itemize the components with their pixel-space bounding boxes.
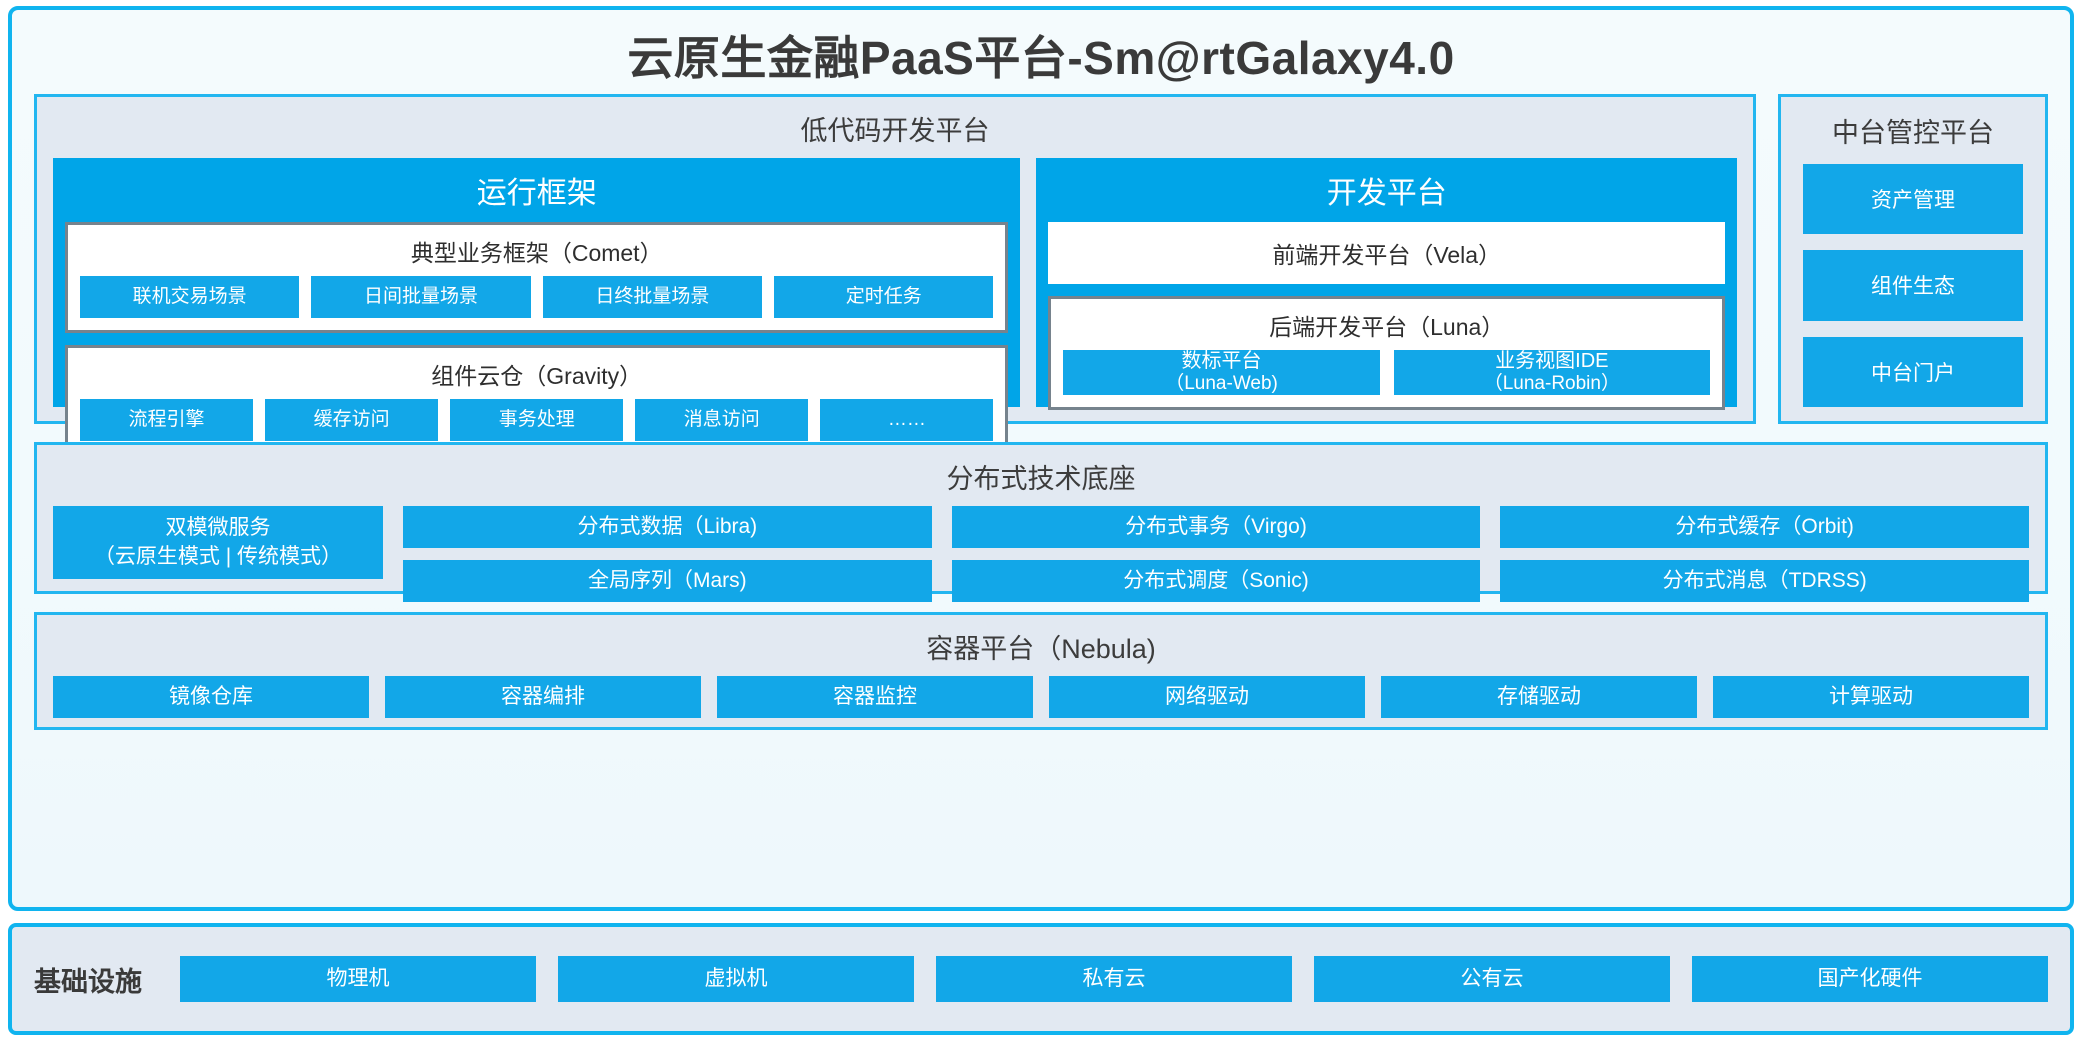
gravity-box: 组件云仓（Gravity） 流程引擎 缓存访问 事务处理 消息访问 ……	[65, 345, 1009, 456]
infrastructure-chip[interactable]: 虚拟机	[558, 956, 914, 1002]
midoffice-heading: 中台管控平台	[1832, 118, 1994, 148]
distributed-base-column: 分布式数据（Libra) 全局序列（Mars)	[403, 506, 932, 602]
container-platform-chip[interactable]: 容器监控	[717, 676, 1033, 718]
gravity-chip[interactable]: 流程引擎	[80, 399, 254, 441]
distributed-base-chip[interactable]: 分布式调度（Sonic)	[951, 560, 1481, 602]
gravity-heading: 组件云仓（Gravity）	[431, 363, 643, 389]
container-platform-chip[interactable]: 存储驱动	[1381, 676, 1697, 718]
lowcode-platform-heading: 低代码开发平台	[800, 116, 990, 146]
runtime-framework-heading: 运行框架	[476, 177, 597, 210]
main-container: 云原生金融PaaS平台-Sm@rtGalaxy4.0 低代码开发平台 运行框架 …	[8, 6, 2074, 911]
gravity-chip-ellipsis[interactable]: ……	[820, 399, 994, 441]
top-row: 低代码开发平台 运行框架 典型业务框架（Comet） 联机交易场景 日间批量场景	[34, 94, 2048, 456]
midoffice-panel: 中台管控平台 资产管理 组件生态 中台门户	[1778, 94, 2048, 424]
distributed-base-chip[interactable]: 分布式缓存（Orbit)	[1500, 506, 2030, 548]
midoffice-item-list: 资产管理 组件生态 中台门户	[1781, 164, 2045, 407]
luna-robin-name: 业务视图IDE	[1495, 350, 1609, 372]
luna-web-name: 数标平台	[1181, 350, 1262, 372]
distributed-base-column: 分布式事务（Virgo) 分布式调度（Sonic)	[951, 506, 1481, 602]
comet-chip[interactable]: 日间批量场景	[311, 276, 531, 318]
lowcode-platform-panel: 低代码开发平台 运行框架 典型业务框架（Comet） 联机交易场景 日间批量场景	[34, 94, 1756, 456]
gravity-chip[interactable]: 事务处理	[450, 399, 624, 441]
distributed-base-chip[interactable]: 分布式事务（Virgo)	[951, 506, 1481, 548]
luna-robin-code: （Luna-Robin）	[1483, 373, 1620, 394]
distributed-base-chip[interactable]: 全局序列（Mars)	[403, 560, 932, 602]
comet-chip[interactable]: 联机交易场景	[80, 276, 300, 318]
container-platform-chip[interactable]: 计算驱动	[1713, 676, 2029, 718]
container-platform-chip[interactable]: 网络驱动	[1049, 676, 1365, 718]
runtime-framework-stack: 典型业务框架（Comet） 联机交易场景 日间批量场景 日终批量场景 定时任务 …	[65, 222, 1009, 456]
container-platform-chip[interactable]: 容器编排	[385, 676, 701, 718]
dev-platform-heading: 开发平台	[1326, 177, 1447, 210]
luna-web-chip[interactable]: 数标平台 （Luna-Web)	[1063, 350, 1380, 395]
runtime-framework-card: 运行框架 典型业务框架（Comet） 联机交易场景 日间批量场景 日终批量场景 …	[53, 158, 1021, 456]
dual-mode-microservice-chip[interactable]: 双模微服务 （云原生模式 | 传统模式）	[53, 506, 383, 579]
comet-chip[interactable]: 定时任务	[774, 276, 994, 318]
luna-robin-chip[interactable]: 业务视图IDE （Luna-Robin）	[1393, 350, 1710, 395]
midoffice-item[interactable]: 中台门户	[1803, 336, 2023, 407]
midoffice-item[interactable]: 组件生态	[1803, 250, 2023, 321]
lowcode-platform-body: 运行框架 典型业务框架（Comet） 联机交易场景 日间批量场景 日终批量场景 …	[37, 158, 1753, 456]
gravity-chip[interactable]: 消息访问	[635, 399, 809, 441]
container-platform-chip[interactable]: 镜像仓库	[53, 676, 369, 718]
luna-heading: 后端开发平台（Luna）	[1269, 314, 1505, 340]
dev-platform-stack: 前端开发平台（Vela） 后端开发平台（Luna） 数标平台 （Luna-Web…	[1048, 222, 1725, 410]
comet-chip-row: 联机交易场景 日间批量场景 日终批量场景 定时任务	[68, 276, 1005, 330]
vela-box[interactable]: 前端开发平台（Vela）	[1048, 222, 1725, 284]
infrastructure-panel: 基础设施 物理机 虚拟机 私有云 公有云 国产化硬件	[8, 923, 2074, 1035]
gravity-chip-row: 流程引擎 缓存访问 事务处理 消息访问 ……	[68, 399, 1005, 453]
page-title: 云原生金融PaaS平台-Sm@rtGalaxy4.0	[627, 32, 1455, 84]
title-bar: 云原生金融PaaS平台-Sm@rtGalaxy4.0	[34, 16, 2048, 94]
infrastructure-chip[interactable]: 公有云	[1314, 956, 1670, 1002]
distributed-base-chip[interactable]: 分布式数据（Libra)	[403, 506, 932, 548]
infrastructure-label: 基础设施	[34, 966, 142, 997]
luna-chip-row: 数标平台 （Luna-Web) 业务视图IDE （Luna-Robin）	[1051, 350, 1722, 407]
infrastructure-item-list: 物理机 虚拟机 私有云 公有云 国产化硬件	[180, 956, 2048, 1002]
comet-heading: 典型业务框架（Comet）	[410, 240, 663, 266]
container-platform-body: 镜像仓库 容器编排 容器监控 网络驱动 存储驱动 计算驱动	[37, 676, 2045, 718]
distributed-base-heading: 分布式技术底座	[946, 464, 1136, 494]
container-platform-heading: 容器平台（Nebula)	[926, 634, 1156, 664]
distributed-base-column: 分布式缓存（Orbit) 分布式消息（TDRSS)	[1500, 506, 2030, 602]
infrastructure-chip[interactable]: 私有云	[936, 956, 1292, 1002]
midoffice-item[interactable]: 资产管理	[1803, 164, 2023, 235]
dual-mode-line2: （云原生模式 | 传统模式）	[93, 544, 343, 568]
distributed-base-panel: 分布式技术底座 双模微服务 （云原生模式 | 传统模式） 分布式数据（Libra…	[34, 442, 2048, 602]
container-platform-panel: 容器平台（Nebula) 镜像仓库 容器编排 容器监控 网络驱动 存储驱动 计算…	[34, 612, 2048, 730]
luna-web-code: （Luna-Web)	[1165, 373, 1278, 394]
dev-platform-card: 开发平台 前端开发平台（Vela） 后端开发平台（Luna） 数标平台 （Lun…	[1036, 158, 1737, 410]
dual-mode-line1: 双模微服务	[165, 516, 271, 540]
comet-box: 典型业务框架（Comet） 联机交易场景 日间批量场景 日终批量场景 定时任务	[65, 222, 1009, 333]
distributed-base-chip[interactable]: 分布式消息（TDRSS)	[1500, 560, 2030, 602]
luna-box: 后端开发平台（Luna） 数标平台 （Luna-Web) 业务视图IDE （Lu…	[1048, 296, 1725, 410]
gravity-chip[interactable]: 缓存访问	[265, 399, 439, 441]
infrastructure-chip[interactable]: 国产化硬件	[1692, 956, 2048, 1002]
infrastructure-chip[interactable]: 物理机	[180, 956, 536, 1002]
distributed-base-body: 双模微服务 （云原生模式 | 传统模式） 分布式数据（Libra) 全局序列（M…	[37, 506, 2045, 602]
comet-chip[interactable]: 日终批量场景	[542, 276, 763, 318]
